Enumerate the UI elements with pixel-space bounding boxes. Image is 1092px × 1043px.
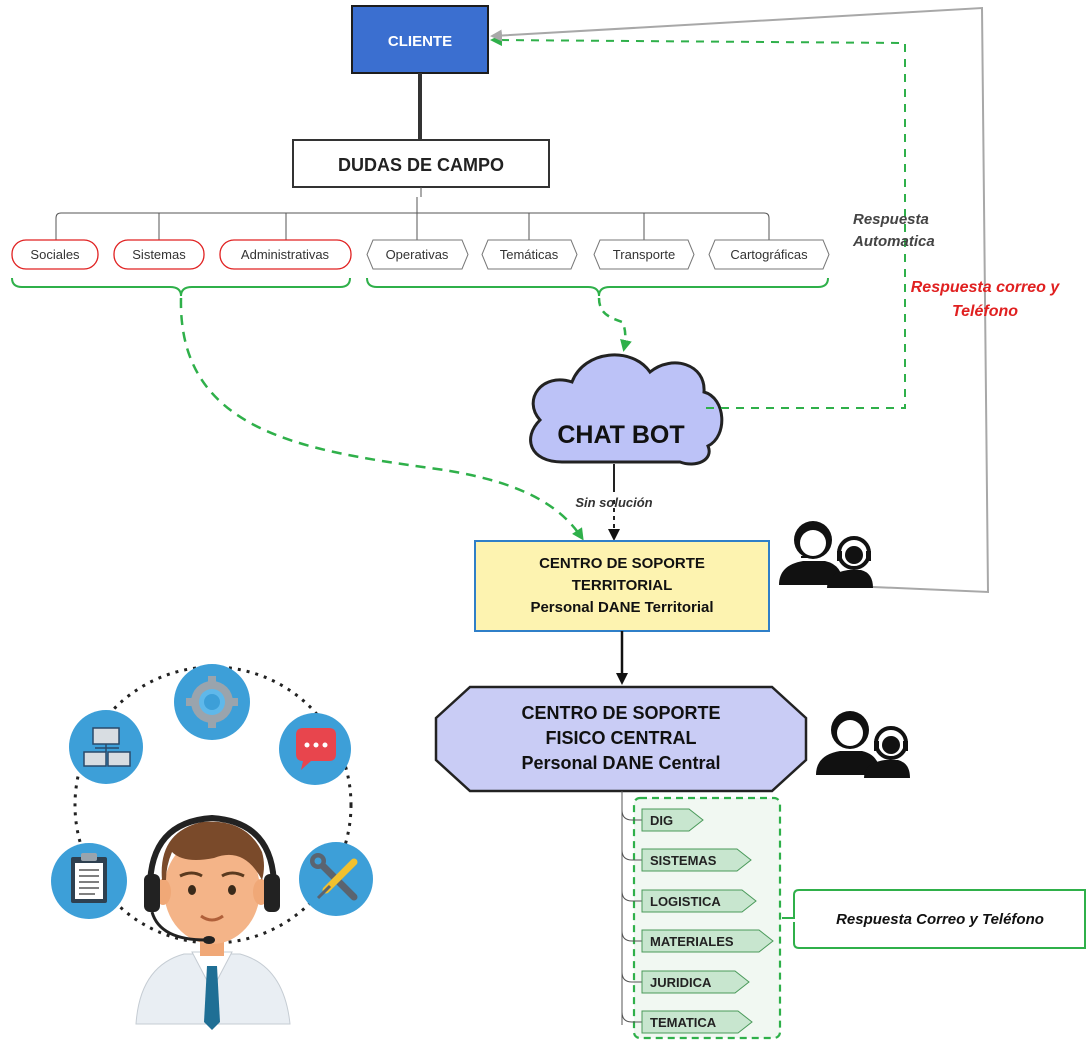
svg-text:TERRITORIAL: TERRITORIAL bbox=[572, 577, 673, 594]
svg-text:Operativas: Operativas bbox=[386, 247, 449, 262]
headset-agent-icon bbox=[135, 814, 291, 1030]
category-operativas: Operativas bbox=[366, 239, 469, 270]
departments-container bbox=[632, 796, 782, 1040]
svg-text:CENTRO DE SOPORTE: CENTRO DE SOPORTE bbox=[539, 555, 705, 572]
client-label: CLIENTE bbox=[388, 33, 452, 50]
respuesta-automatica-line2: Automatica bbox=[852, 233, 935, 250]
svg-text:TEMATICA: TEMATICA bbox=[650, 1015, 717, 1030]
gear-icon bbox=[174, 664, 250, 740]
category-transporte: Transporte bbox=[593, 239, 695, 270]
support-agents-icon bbox=[779, 521, 873, 588]
sin-solucion-label: Sin solución bbox=[575, 495, 652, 510]
svg-text:Temáticas: Temáticas bbox=[500, 247, 559, 262]
svg-text:LOGISTICA: LOGISTICA bbox=[650, 894, 721, 909]
category-administrativas: Administrativas bbox=[219, 239, 352, 270]
svg-text:Respuesta Correo y Teléfono: Respuesta Correo y Teléfono bbox=[836, 911, 1044, 928]
client-node: CLIENTE bbox=[351, 5, 489, 74]
category-sociales: Sociales bbox=[11, 239, 99, 270]
clipboard-icon bbox=[51, 843, 127, 919]
svg-text:Cartográficas: Cartográficas bbox=[730, 247, 808, 262]
central-node: CENTRO DE SOPORTE FISICO CENTRAL Persona… bbox=[434, 685, 808, 793]
department-sistemas: SISTEMAS bbox=[641, 848, 752, 872]
department-dig: DIG bbox=[641, 808, 704, 832]
departments-tree-lines bbox=[621, 791, 642, 1025]
respuesta-correo-callout: Respuesta Correo y Teléfono bbox=[782, 889, 1086, 949]
svg-text:Personal DANE Central: Personal DANE Central bbox=[521, 753, 720, 773]
flow-red-to-territorial bbox=[179, 297, 584, 541]
flow-territorial-to-client bbox=[490, 6, 990, 594]
department-logistica: LOGISTICA bbox=[641, 889, 757, 913]
svg-text:DIG: DIG bbox=[650, 813, 673, 828]
territorial-node: CENTRO DE SOPORTE TERRITORIAL Personal D… bbox=[474, 540, 770, 632]
svg-text:Personal DANE Territorial: Personal DANE Territorial bbox=[530, 599, 713, 616]
svg-text:Transporte: Transporte bbox=[613, 247, 675, 262]
respuesta-correo-line2: Teléfono bbox=[952, 303, 1018, 320]
flow-gray-to-chatbot bbox=[597, 297, 632, 352]
svg-text:CENTRO DE SOPORTE: CENTRO DE SOPORTE bbox=[521, 703, 720, 723]
dudas-node: DUDAS DE CAMPO bbox=[292, 139, 550, 188]
svg-text:SISTEMAS: SISTEMAS bbox=[650, 853, 717, 868]
category-cartograficas: Cartográficas bbox=[708, 239, 830, 270]
svg-text:FISICO CENTRAL: FISICO CENTRAL bbox=[546, 728, 697, 748]
svg-text:Sociales: Sociales bbox=[30, 247, 80, 262]
support-illustration bbox=[51, 664, 373, 1030]
brace-red-group bbox=[11, 277, 351, 297]
department-materiales: MATERIALES bbox=[641, 929, 774, 953]
category-sistemas: Sistemas bbox=[113, 239, 205, 270]
dudas-label: DUDAS DE CAMPO bbox=[338, 155, 504, 175]
department-tematica: TEMATICA bbox=[641, 1010, 753, 1034]
chatbot-label: CHAT BOT bbox=[557, 421, 684, 449]
flow-chatbot-to-client bbox=[490, 34, 906, 409]
tools-icon bbox=[299, 842, 373, 916]
respuesta-automatica-line1: Respuesta bbox=[853, 211, 929, 228]
network-icon bbox=[69, 710, 143, 784]
svg-text:Administrativas: Administrativas bbox=[241, 247, 330, 262]
svg-text:Sistemas: Sistemas bbox=[132, 247, 186, 262]
svg-text:MATERIALES: MATERIALES bbox=[650, 934, 734, 949]
chatbot-node: CHAT BOT bbox=[529, 353, 724, 466]
category-tree-lines bbox=[55, 187, 770, 240]
department-juridica: JURIDICA bbox=[641, 970, 750, 994]
brace-gray-group bbox=[366, 277, 829, 297]
respuesta-correo-line1: Respuesta correo y bbox=[911, 279, 1061, 296]
chat-bubble-icon bbox=[279, 713, 351, 785]
svg-text:JURIDICA: JURIDICA bbox=[650, 975, 712, 990]
category-tematicas: Temáticas bbox=[481, 239, 578, 270]
support-agents-icon bbox=[816, 711, 910, 778]
